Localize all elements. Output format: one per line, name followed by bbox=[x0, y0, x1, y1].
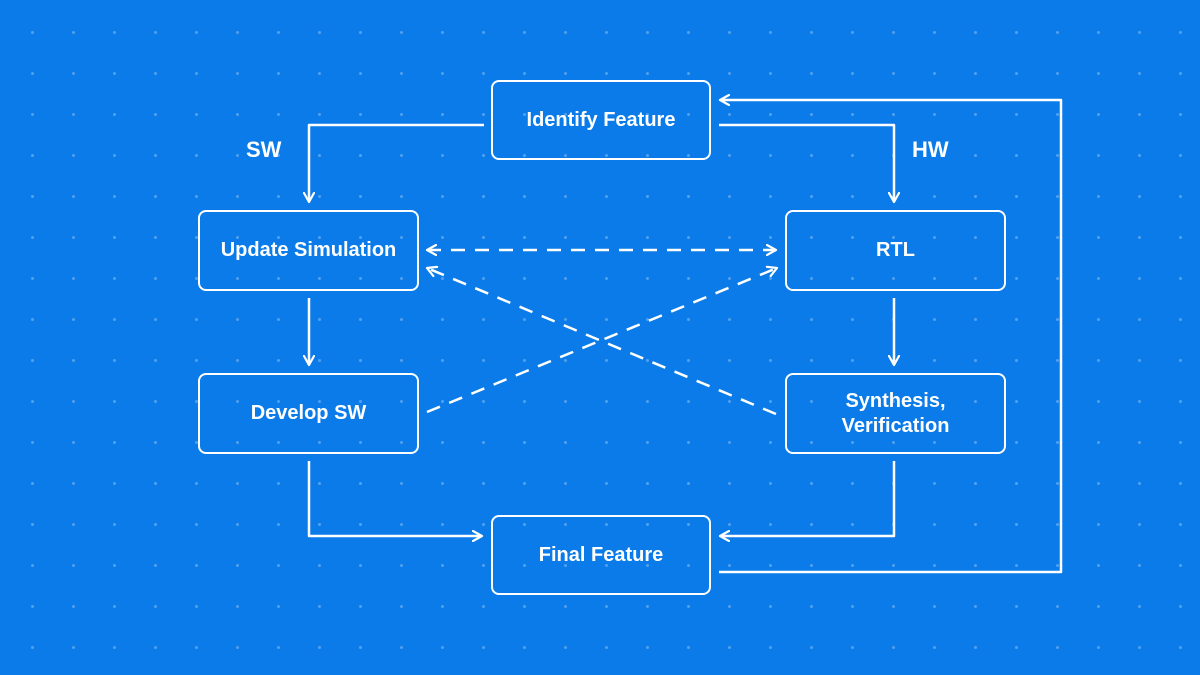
node-update-simulation[interactable]: Update Simulation bbox=[198, 210, 419, 291]
edge-synthesis-to-final-feature bbox=[720, 461, 896, 536]
sw-branch-label: SW bbox=[246, 137, 282, 162]
edge-develop-sw-to-rtl-dashed bbox=[426, 268, 777, 414]
node-develop-sw-label: Develop SW bbox=[250, 402, 367, 424]
node-identify-feature[interactable]: Identify Feature bbox=[491, 80, 711, 160]
node-develop-sw[interactable]: Develop SW bbox=[198, 373, 419, 454]
node-rtl-label: RTL bbox=[876, 239, 915, 261]
node-identify-feature-label: Identify Feature bbox=[526, 108, 676, 131]
edge-synthesis-to-update-simulation-dashed bbox=[427, 268, 777, 416]
edge-identify-to-update-simulation bbox=[309, 123, 484, 202]
node-update-simulation-label: Update Simulation bbox=[220, 239, 397, 261]
edge-final-feature-to-identify-feature bbox=[719, 100, 1063, 574]
hw-branch-label: HW bbox=[912, 137, 949, 162]
node-final-feature-label: Final Feature bbox=[538, 543, 664, 566]
node-final-feature[interactable]: Final Feature bbox=[491, 515, 711, 595]
edge-identify-to-rtl bbox=[719, 123, 894, 202]
edge-develop-sw-to-final-feature bbox=[307, 461, 482, 536]
node-synthesis-verification-label: Synthesis, Verification bbox=[841, 389, 950, 437]
node-rtl[interactable]: RTL bbox=[785, 210, 1006, 291]
node-synthesis-verification[interactable]: Synthesis, Verification bbox=[785, 373, 1006, 454]
